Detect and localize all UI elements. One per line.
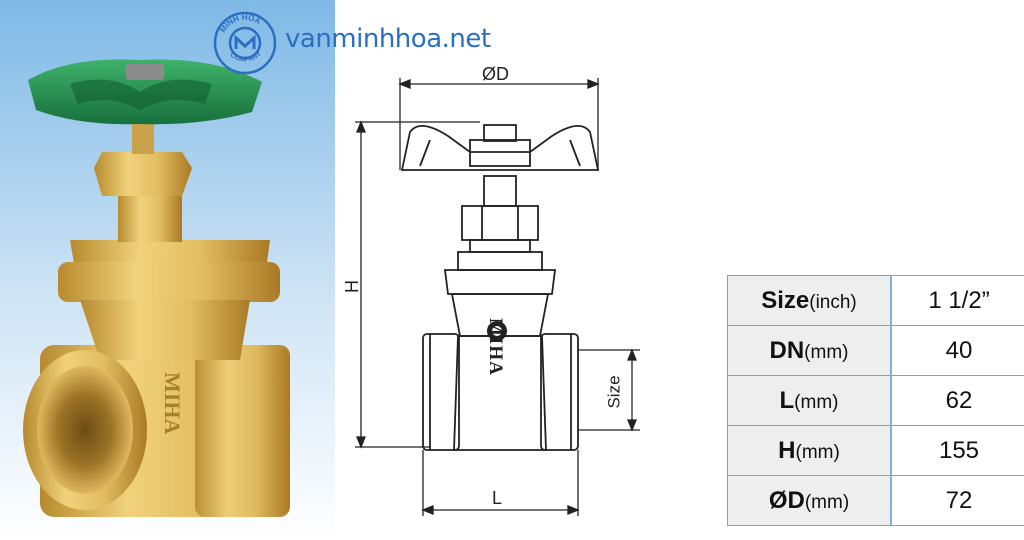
spec-row: H(mm) 155 [727,425,1024,476]
spec-row: Size(inch) 1 1/2” [727,275,1024,326]
spec-value: 72 [890,475,1024,526]
spec-key: DN(mm) [727,325,892,376]
spec-key-unit: (mm) [795,441,840,463]
spec-key-unit: (mm) [804,491,850,513]
spec-key-unit: (mm) [804,341,849,363]
spec-key: H(mm) [727,425,892,476]
spec-row: ØD(mm) 72 [727,475,1024,526]
spec-value: 62 [890,375,1024,426]
label-length: L [492,488,503,508]
dimension-drawing [355,78,640,516]
label-size: Size [604,375,624,409]
spec-key: L(mm) [727,375,892,426]
spec-key-name: Size [761,286,810,314]
spec-row: L(mm) 62 [727,375,1024,426]
drawing-brand-mark: MIHA [485,318,506,376]
spec-row: DN(mm) 40 [727,325,1024,376]
spec-table: Size(inch) 1 1/2” DN(mm) 40 L(mm) 62 H(m… [727,275,1024,526]
company-logo: MINH HOA COMPANY [212,10,278,76]
gate-valve-illustration: MIHA [0,0,335,540]
spec-key: Size(inch) [727,275,892,326]
svg-text:MIHA: MIHA [160,372,185,434]
label-diameter: ØD [482,64,509,84]
product-photo: MIHA [0,0,335,540]
spec-key-name: H [778,436,796,464]
spec-key-name: DN [769,336,805,364]
spec-key-name: ØD [768,486,805,514]
spec-value: 155 [890,425,1024,476]
logo-emblem-icon: MINH HOA COMPANY [213,11,277,75]
spec-key: ØD(mm) [727,475,892,526]
spec-key-unit: (inch) [809,291,857,313]
spec-key-unit: (mm) [794,391,839,413]
spec-key-name: L [779,386,795,414]
spec-value: 40 [890,325,1024,376]
label-height: H [342,280,362,293]
site-url[interactable]: vanminhhoa.net [285,24,491,54]
spec-value: 1 1/2” [890,275,1024,326]
